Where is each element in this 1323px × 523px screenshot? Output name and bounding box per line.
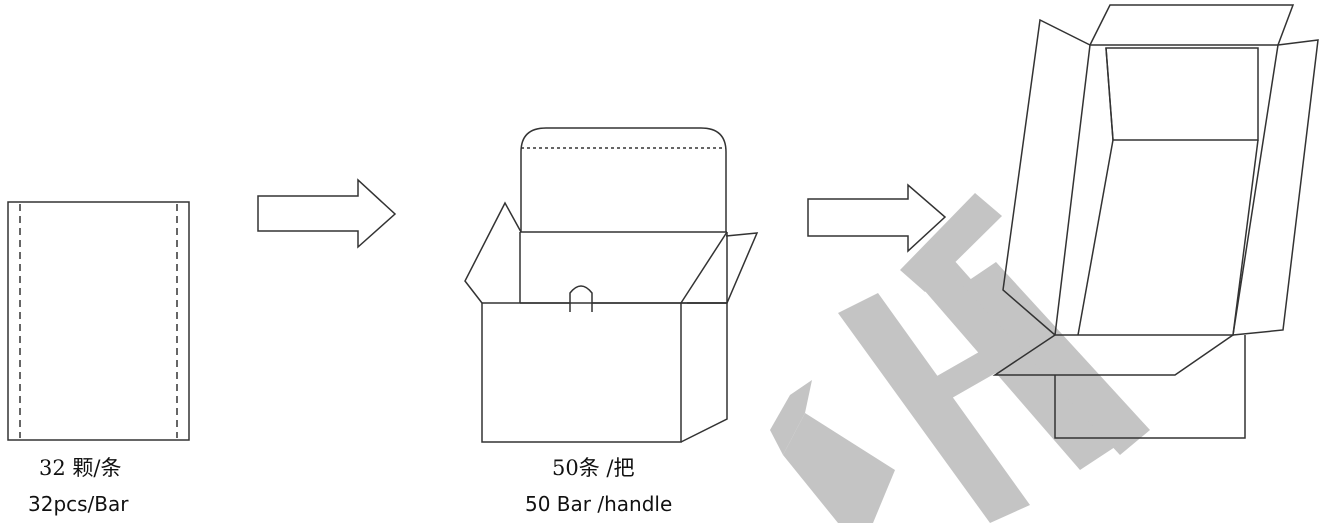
bar-outline [7, 201, 190, 441]
watermark-h-left [838, 293, 1030, 523]
carton-flap-top [1089, 4, 1295, 46]
stage-1-label-cn: 32 颗/条 [39, 456, 122, 480]
watermark-c-top [770, 380, 812, 455]
box-handle-slot [569, 285, 593, 312]
box-lid [520, 127, 727, 232]
box-front [481, 302, 682, 443]
carton-body [1054, 335, 1246, 439]
carton-inner [1105, 47, 1259, 141]
box-side [680, 302, 728, 443]
stage-2-label-en: 50 Bar /handle [525, 492, 673, 516]
watermark-t-stem [962, 262, 1150, 455]
carton-rim [1054, 44, 1279, 336]
box-flap-right [687, 232, 759, 304]
handle-box [464, 127, 759, 443]
watermark-t-top [900, 193, 1002, 292]
watermark-logo [770, 193, 1150, 523]
carton-flap-left [1002, 18, 1091, 336]
carton-flap-right [1232, 39, 1319, 336]
stage-1-label-en: 32pcs/Bar [28, 492, 129, 516]
bar-strip [7, 201, 190, 441]
carton-flap-bottom [992, 334, 1234, 376]
carton [992, 4, 1319, 439]
arrow-right-icon [807, 183, 947, 253]
watermark-h-bar [930, 340, 1015, 402]
watermark-c-stroke [783, 413, 895, 523]
arrow-right-icon [257, 178, 397, 249]
stage-2-label-cn: 50条 /把 [552, 456, 635, 480]
box-flap-left [464, 201, 522, 304]
